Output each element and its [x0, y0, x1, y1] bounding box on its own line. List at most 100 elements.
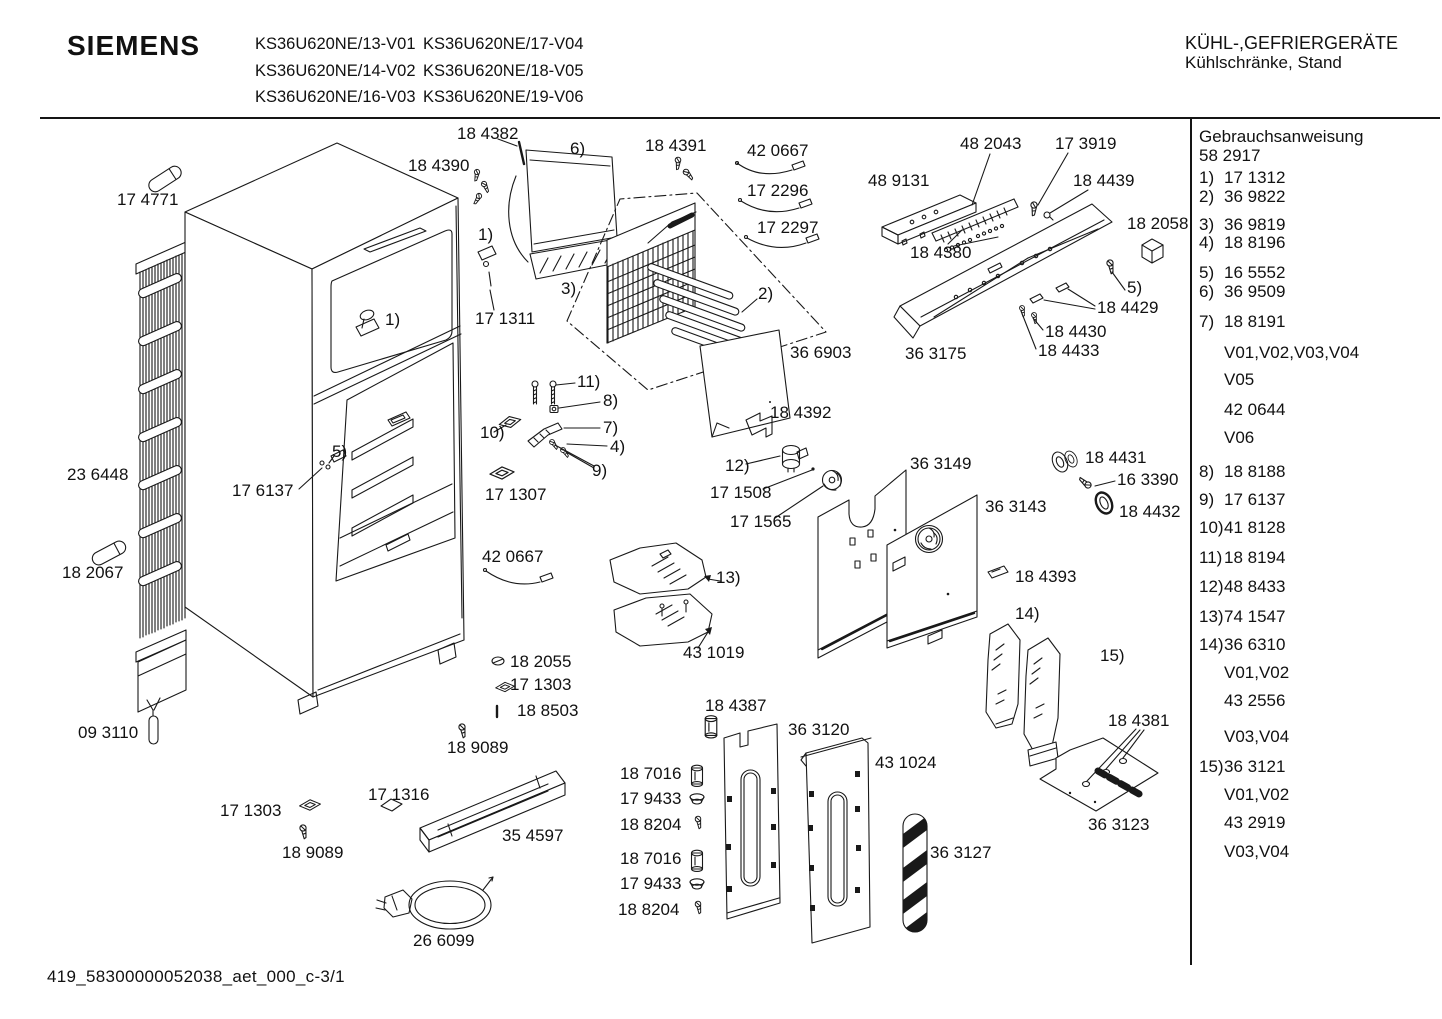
part-number: 17 6137 — [1224, 490, 1286, 509]
rear-panel-drawing — [817, 469, 907, 659]
part-number: 36 9822 — [1224, 187, 1286, 206]
part-number: 17 1565 — [730, 512, 792, 531]
gasket-pad-icon — [489, 466, 515, 480]
part-number: 3) — [561, 279, 577, 298]
sidebar-part-row: V03,V04 — [1199, 842, 1289, 862]
part-number: 36 3123 — [1088, 815, 1150, 834]
part-label: 36 3143 — [985, 497, 1046, 517]
part-index: 15) — [1199, 757, 1224, 776]
part-label: 36 6903 — [790, 343, 851, 363]
evaporator-cover-drawing — [508, 149, 623, 280]
part-label: 48 9131 — [868, 171, 929, 191]
door-hinge-icon — [477, 245, 497, 287]
part-number: 10) — [480, 423, 505, 442]
part-number: 36 3143 — [985, 497, 1047, 516]
part-number: 7) — [603, 418, 619, 437]
part-label: 18 4432 — [1119, 502, 1180, 522]
part-number: 18 8204 — [618, 900, 680, 919]
model-number: KS36U620NE/16-V03 — [255, 88, 416, 106]
part-number: 18 4391 — [645, 136, 707, 155]
part-number: 2) — [758, 284, 774, 303]
part-number: 17 9433 — [620, 789, 682, 808]
part-number: 18 8191 — [1224, 312, 1286, 331]
part-number: 18 4430 — [1045, 322, 1107, 341]
sidebar-part-row: 10)41 8128 — [1199, 518, 1285, 538]
model-number: KS36U620NE/14-V02 — [255, 61, 416, 80]
part-number: 12) — [725, 456, 750, 475]
part-number: 18 9089 — [447, 738, 509, 757]
part-number: 18 8188 — [1224, 462, 1286, 481]
part-number: 17 6137 — [232, 481, 294, 500]
part-number: 17 1311 — [475, 309, 536, 328]
part-number: 18 8196 — [1224, 233, 1286, 252]
leader-lines — [298, 138, 1145, 782]
fastener-column-icons — [689, 764, 705, 915]
part-index: 7) — [1199, 312, 1215, 331]
part-label: 36 3120 — [788, 720, 849, 740]
part-label: 13) — [716, 568, 741, 588]
part-label: 5) — [332, 442, 347, 462]
part-label: 42 0667 — [747, 141, 808, 161]
top-fasteners — [470, 140, 694, 206]
part-label: 17 2296 — [747, 181, 808, 201]
part-label: 18 7016 — [620, 764, 681, 784]
part-label: 18 4431 — [1085, 448, 1146, 468]
part-number: 1) — [478, 225, 494, 244]
part-number: 74 1547 — [1224, 607, 1286, 626]
part-number: 42 0667 — [747, 141, 809, 160]
part-label: 17 1303 — [220, 801, 281, 821]
part-number: 18 4439 — [1073, 171, 1135, 190]
part-number: 11) — [577, 372, 601, 391]
part-label: 18 4391 — [645, 136, 706, 156]
part-number: 36 3175 — [905, 344, 967, 363]
sidebar-part-row: V01,V02,V03,V04 — [1199, 343, 1359, 363]
part-number: 18 7016 — [620, 764, 682, 783]
part-number: 36 3127 — [930, 843, 992, 862]
part-label: 14) — [1015, 604, 1040, 624]
part-index: 8) — [1199, 462, 1215, 481]
condenser-grid-drawing — [135, 241, 187, 713]
part-index: 3) — [1199, 215, 1215, 234]
sidebar-title: Gebrauchsanweisung — [1199, 127, 1364, 146]
pcb-panel-drawing — [699, 329, 791, 438]
part-label: 18 4387 — [705, 696, 766, 716]
part-number: 8) — [603, 391, 619, 410]
part-label: 18 2058 — [1127, 214, 1188, 234]
part-number: 36 3149 — [910, 454, 972, 473]
sidebar-part-row: 12)48 8433 — [1199, 577, 1285, 597]
part-number: 17 1316 — [368, 785, 430, 804]
sidebar-part-row: 5)16 5552 — [1199, 263, 1285, 283]
part-number: 36 3121 — [1224, 757, 1286, 776]
part-label: 18 9089 — [447, 738, 508, 758]
sidebar-part-row: V01,V02 — [1199, 663, 1289, 683]
part-label: 17 1316 — [368, 785, 429, 805]
part-label: 10) — [480, 423, 505, 443]
fastener-cluster — [497, 380, 570, 460]
part-label: 18 4392 — [770, 403, 831, 423]
part-number: V06 — [1224, 428, 1255, 447]
part-label: 36 3175 — [905, 344, 966, 364]
foot-cover-drawing — [985, 623, 1061, 767]
part-number: 26 6099 — [413, 931, 475, 950]
door-trim-drawing — [893, 203, 1113, 339]
part-number: 18 8194 — [1224, 548, 1286, 567]
part-number: 48 2043 — [960, 134, 1022, 153]
part-number: 14) — [1015, 604, 1040, 623]
sidebar-divider — [1190, 118, 1192, 965]
part-label: 36 3127 — [930, 843, 991, 863]
part-number: 23 6448 — [67, 465, 129, 484]
part-label: 18 4439 — [1073, 171, 1134, 191]
part-label: 18 9089 — [282, 843, 343, 863]
part-label: 17 1303 — [510, 675, 571, 695]
sidebar-part-row: 43 2556 — [1199, 691, 1285, 711]
part-label: 7) — [603, 418, 618, 438]
part-label: 6) — [570, 139, 585, 159]
side-panel-drawing — [800, 737, 872, 944]
part-number: 6) — [570, 139, 586, 158]
part-index: 2) — [1199, 187, 1215, 206]
part-label: 35 4597 — [502, 826, 563, 846]
part-label: 18 4390 — [408, 156, 469, 176]
part-number: V01,V02 — [1224, 785, 1290, 804]
